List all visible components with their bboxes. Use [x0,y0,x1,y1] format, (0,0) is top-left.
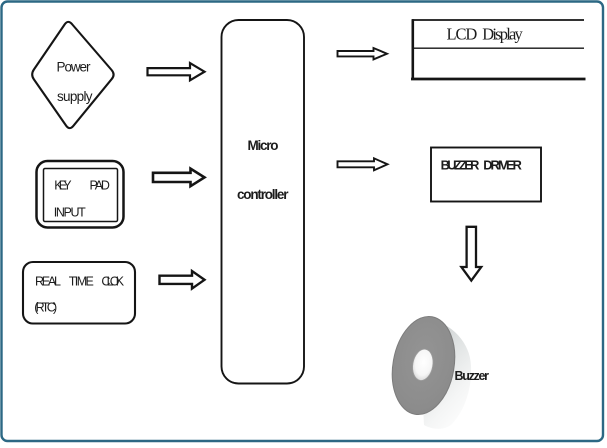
svg-text:REAL: REAL [35,275,61,289]
svg-text:Micro: Micro [248,138,279,153]
svg-text:DRIVER: DRIVER [483,158,522,173]
svg-text:LCD: LCD [447,24,478,43]
svg-text:PAD: PAD [90,178,110,192]
svg-text:TIME: TIME [69,275,94,289]
svg-text:Power: Power [57,60,92,75]
svg-text:CLOK: CLOK [101,275,124,289]
svg-text:Buzzer: Buzzer [455,369,490,383]
svg-text:controller: controller [237,187,289,202]
svg-text:Display: Display [482,24,523,43]
svg-text:(RTC): (RTC) [34,301,57,315]
svg-text:KEY: KEY [54,178,72,192]
svg-text:BUZZER: BUZZER [441,158,480,173]
svg-text:supply: supply [57,89,93,104]
svg-text:INPUT: INPUT [54,206,86,220]
